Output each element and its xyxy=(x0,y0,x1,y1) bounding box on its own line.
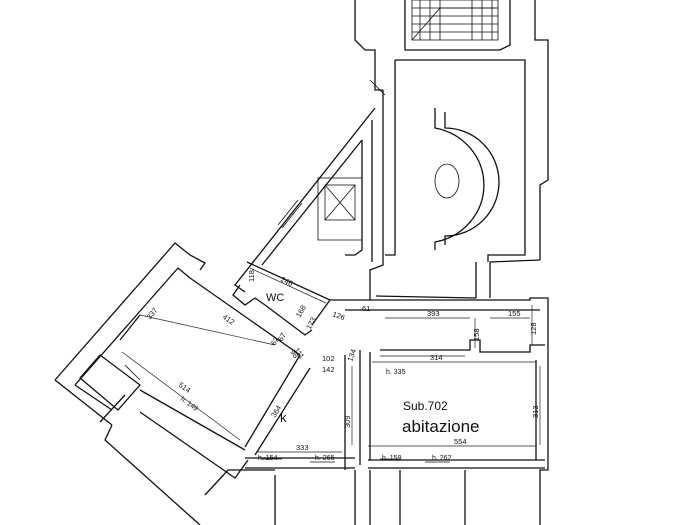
unit-labels: Sub.702 abitazione WC k xyxy=(266,292,480,436)
left-wing-walls xyxy=(54,242,311,525)
dim-333: 333 xyxy=(296,443,309,452)
dim-155: 155 xyxy=(508,309,521,318)
height-262: h. 262 xyxy=(432,455,452,462)
unit-name-label: abitazione xyxy=(402,417,480,436)
dim-313: 313 xyxy=(531,405,540,418)
dim-412: 412 xyxy=(221,312,236,327)
wc-room xyxy=(232,261,331,336)
door-marks xyxy=(124,79,450,463)
dim-158: 158 xyxy=(472,328,481,341)
dim-118: 118 xyxy=(247,270,256,282)
dim-61: 61 xyxy=(362,304,370,313)
upper-building-walls xyxy=(354,0,549,300)
dim-173: 173 xyxy=(304,316,318,331)
dim-126: 126 xyxy=(331,309,346,322)
dim-246: 246 xyxy=(279,275,294,288)
height-265: h. 265 xyxy=(315,455,335,462)
dim-98: 98 xyxy=(288,348,300,360)
dim-128: 128 xyxy=(529,322,538,335)
lift-corridor xyxy=(234,107,376,293)
height-159: h. 159 xyxy=(382,455,402,462)
dim-134: 134 xyxy=(345,348,358,363)
dim-393: 393 xyxy=(427,309,440,318)
dim-554: 554 xyxy=(454,437,467,446)
dim-142: 142 xyxy=(322,365,335,374)
dim-514: 514 xyxy=(177,380,192,395)
dim-62: 62 xyxy=(269,335,281,347)
dim-102: 102 xyxy=(322,354,335,363)
dim-314: 314 xyxy=(430,353,443,362)
height-335: h. 335 xyxy=(386,369,406,376)
kitchen-label: k xyxy=(280,410,287,425)
apse-niche xyxy=(434,108,500,250)
dimension-labels: 337 412 514 h. 149 364 333 309 554 313 3… xyxy=(145,270,540,452)
dim-168: 168 xyxy=(294,304,308,319)
apartment-walls xyxy=(245,297,549,525)
unit-sub-label: Sub.702 xyxy=(403,399,448,413)
height-labels: h. 335 h. 154 h. 265 h. 159 h. 262 xyxy=(258,369,452,462)
height-149: h. 149 xyxy=(179,396,199,413)
dim-309: 309 xyxy=(343,415,352,428)
dim-67: 67 xyxy=(276,331,288,343)
staircase xyxy=(411,0,499,41)
wc-label: WC xyxy=(266,292,284,304)
height-154: h. 154 xyxy=(258,455,278,462)
